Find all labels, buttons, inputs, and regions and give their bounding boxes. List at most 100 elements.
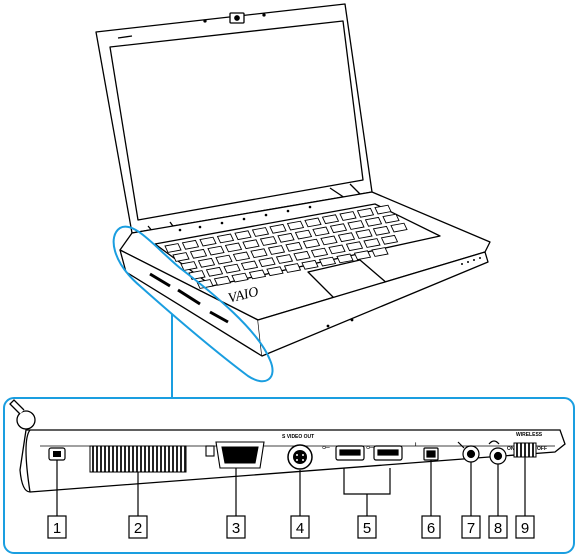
keyboard-key <box>301 259 319 270</box>
keyboard-key <box>321 214 340 225</box>
keyboard-key <box>240 260 259 271</box>
callout-leaders <box>56 457 526 516</box>
keyboard-key <box>304 217 322 228</box>
keyboard-key <box>259 236 278 246</box>
keyboard-key <box>374 204 392 215</box>
keyboard-key <box>266 266 284 277</box>
monitor-port <box>205 441 265 469</box>
keyboard-key <box>234 230 252 241</box>
keyboard-key <box>318 256 337 267</box>
keyboard-key <box>339 211 357 221</box>
keyboard-key <box>196 279 214 289</box>
keyboard-key <box>310 247 329 258</box>
laptop-illustration <box>95 3 491 357</box>
keyboard-key <box>364 216 383 227</box>
keyboard-key <box>275 254 294 264</box>
keyboard-key <box>197 257 216 268</box>
callout-label: 7 <box>467 520 475 537</box>
keyboard-key <box>329 223 348 234</box>
laptop-screen <box>109 20 364 221</box>
callout-label: 2 <box>134 520 142 537</box>
keyboard-key <box>328 244 346 255</box>
wireless-on-label: ON <box>507 446 515 452</box>
keyboard-key <box>251 227 270 237</box>
wireless-off-label: OFF <box>537 446 547 452</box>
keyboard-key <box>353 250 372 261</box>
keyboard-key <box>285 241 303 252</box>
callout-label: 4 <box>296 520 304 537</box>
usb-bracket <box>343 468 391 495</box>
usb-icon: ⟜ <box>322 442 330 453</box>
keyboard-key <box>248 269 267 280</box>
callout-8: 8 <box>488 515 508 539</box>
keyboard-key <box>224 242 243 253</box>
keyboard-key <box>189 248 208 259</box>
callout-4: 4 <box>290 515 310 539</box>
keyboard-key <box>356 207 375 218</box>
callout-label: 9 <box>521 520 529 537</box>
keyboard-key <box>216 233 235 244</box>
callout-3: 3 <box>226 515 246 539</box>
ilink-icon: i <box>415 442 417 448</box>
keyboard-key <box>215 254 233 265</box>
keyboard-key <box>232 251 251 262</box>
callout-label: 1 <box>53 520 61 537</box>
ilink-port: i <box>415 442 439 461</box>
highlight-outline <box>112 225 274 383</box>
keyboard-key <box>380 234 399 245</box>
keyboard-key <box>336 253 354 264</box>
keyboard-key <box>337 232 356 243</box>
keyboard-key <box>382 213 400 224</box>
vaio-logo: VAIO <box>227 285 261 307</box>
keyboard-key <box>164 243 182 253</box>
headphones-icon <box>488 440 500 445</box>
air-vent <box>89 445 187 473</box>
callout-9: 9 <box>515 515 535 539</box>
callout-6: 6 <box>421 515 441 539</box>
keyboard-key <box>293 250 311 261</box>
keyboard-keys <box>164 204 408 289</box>
keyboard-key <box>345 241 364 252</box>
keyboard-key <box>231 272 249 283</box>
keyboard-key <box>180 261 198 271</box>
callout-1: 1 <box>47 515 67 539</box>
keyboard-key <box>347 220 365 230</box>
keyboard-key <box>213 275 232 286</box>
callout-label: 3 <box>232 520 240 537</box>
keyboard-key <box>181 239 200 250</box>
callout-2: 2 <box>128 515 148 539</box>
hinge-knob <box>16 410 36 430</box>
keyboard-key <box>277 232 295 243</box>
callout-7: 7 <box>461 515 481 539</box>
speaker-dots <box>178 205 481 328</box>
callout-5: 5 <box>357 515 377 539</box>
keyboard-key <box>242 239 260 250</box>
keyboard-key <box>363 238 381 248</box>
usb-icon: ⟜ <box>366 442 374 453</box>
usb-ports: ⟜ ⟜ <box>322 442 403 461</box>
callout-label: 5 <box>363 520 371 537</box>
keyboard-key <box>199 236 217 247</box>
keyboard-key <box>371 247 389 257</box>
callout-label: 6 <box>427 520 435 537</box>
keyboard-key <box>207 245 225 256</box>
wireless-switch <box>513 442 537 458</box>
keyboard-key <box>172 252 190 262</box>
keyboard-key <box>267 245 286 255</box>
wireless-label: WIRELESS <box>516 432 543 438</box>
keyboard-key <box>355 229 373 239</box>
keyboard-key <box>269 223 287 234</box>
keyboard-key <box>320 235 338 246</box>
keyboard-key <box>390 222 408 233</box>
detail-panel-frame <box>3 397 575 554</box>
s-video-out-port <box>287 444 313 470</box>
keyboard-key <box>294 229 313 240</box>
keyboard-key <box>205 266 224 277</box>
keyboard-key <box>286 220 305 231</box>
keyboard-key <box>250 248 268 259</box>
keyboard-key <box>302 238 321 249</box>
keyboard-key <box>223 263 241 274</box>
s-video-label: S VIDEO OUT <box>282 434 314 440</box>
